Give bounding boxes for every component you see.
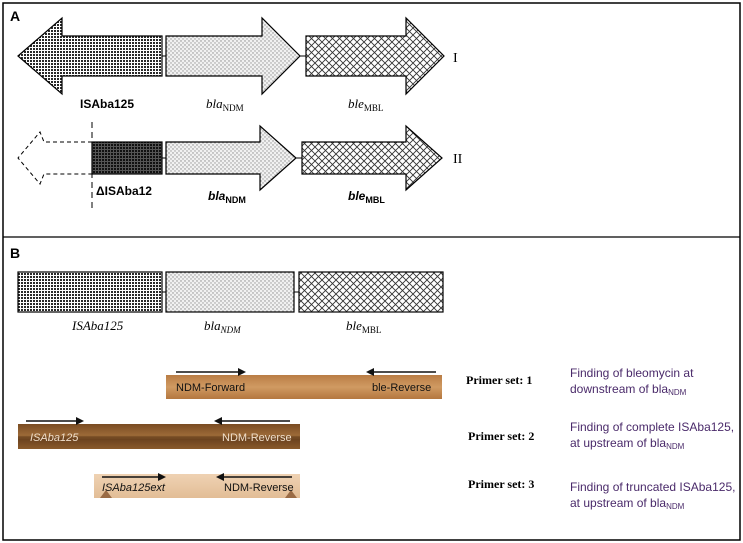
primer-1-desc-sub: NDM [668, 388, 687, 397]
row1-blandm-arrow [165, 16, 301, 96]
b-blembl-box [298, 271, 444, 313]
primer-1-desc-line1: Finding of bleomycin at [570, 366, 694, 380]
row1-bla-sub: NDM [223, 103, 244, 113]
primer-3-desc-line2: at upstream of blaNDM [570, 496, 685, 511]
primer-2-forward-label: ISAba125 [30, 432, 79, 444]
row1-blembl-arrow [305, 16, 445, 96]
primer-2-title: Primer set: 2 [468, 429, 534, 443]
b-blandm-box [165, 271, 295, 313]
primer-1-reverse-label: ble-Reverse [372, 382, 431, 394]
primer-set-3-band [94, 473, 300, 498]
b-ble-sub: MBL [362, 325, 382, 335]
primer-3-desc-sub: NDM [666, 502, 685, 511]
b-isaba-box [17, 271, 163, 313]
b-bla-sub: NDM [220, 325, 242, 335]
primer-2-desc-sub: NDM [666, 442, 685, 451]
row1-ble-label: bleMBL [348, 96, 383, 113]
panel-b-label: B [10, 245, 20, 261]
primer-3-title: Primer set: 3 [468, 477, 534, 491]
row2-bla-sub: NDM [225, 195, 246, 205]
row2-blembl-arrow [301, 124, 443, 192]
primer-set-1-band [166, 368, 442, 399]
primer-1-desc-line2: downstream of blaNDM [570, 382, 687, 397]
primer-set-2-band [18, 417, 300, 449]
row2-roman-label: II [453, 152, 463, 167]
row1-ble-sub: MBL [364, 103, 384, 113]
primer-3-desc-line1: Finding of truncated ISAba125, [570, 480, 735, 494]
primer-1-title: Primer set: 1 [466, 373, 532, 387]
row1-roman-label: I [453, 51, 458, 66]
b-ble-label: bleMBL [346, 318, 381, 335]
primer-2-reverse-label: NDM-Reverse [222, 432, 292, 444]
row2-ble-label: bleMBL [348, 189, 385, 205]
row2-delta-isaba-label: ΔISAba12 [96, 184, 152, 198]
primer-2-desc-line1: Finding of complete ISAba125, [570, 420, 734, 434]
primer-2-desc-line2: at upstream of blaNDM [570, 436, 685, 451]
row1-bla-label: blaNDM [206, 96, 244, 113]
row2-bla-label: blaNDM [208, 189, 246, 205]
primer-3-reverse-label: NDM-Reverse [224, 482, 294, 494]
primer-1-forward-label: NDM-Forward [176, 382, 245, 394]
primer-3-forward-label: ISAba125ext [102, 482, 166, 494]
row1-isaba125-arrow [17, 16, 163, 96]
row1-isaba-label: ISAba125 [80, 97, 134, 111]
row2-ble-sub: MBL [365, 195, 385, 205]
b-bla-label: blaNDM [204, 318, 241, 335]
row2-delta-isaba-box [91, 141, 163, 175]
b-isaba-label: ISAba125 [71, 318, 124, 333]
row2-truncated-arrow-outline [17, 131, 92, 185]
panel-a-label: A [10, 8, 20, 24]
row2-blandm-arrow [165, 124, 297, 192]
